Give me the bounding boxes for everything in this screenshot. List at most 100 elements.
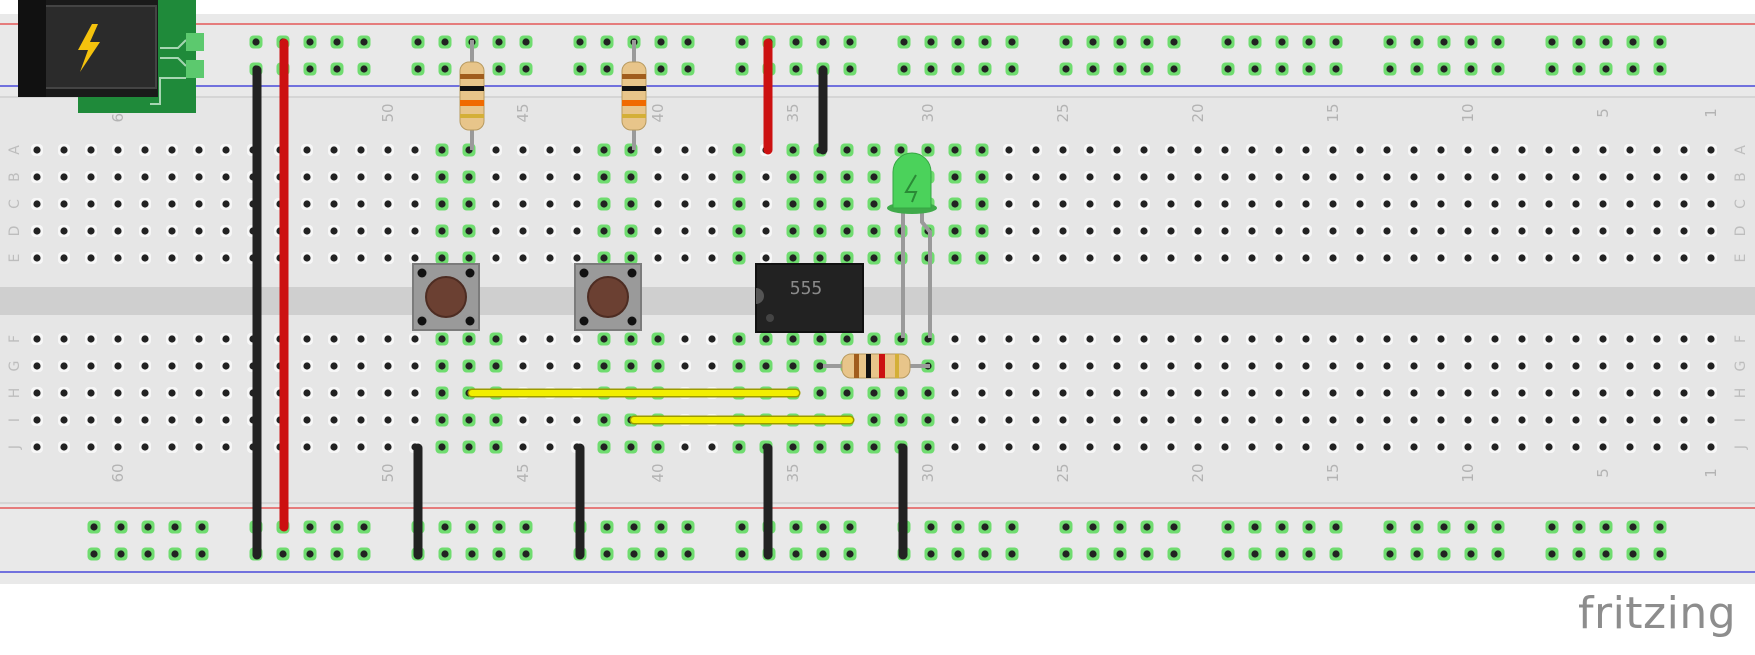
pushbutton-1[interactable] — [412, 263, 480, 331]
hole[interactable] — [1491, 146, 1499, 154]
hole[interactable] — [1032, 362, 1040, 370]
hole[interactable] — [684, 38, 692, 46]
hole[interactable] — [789, 227, 797, 235]
hole[interactable] — [1518, 173, 1526, 181]
hole[interactable] — [603, 523, 611, 531]
hole[interactable] — [1167, 362, 1175, 370]
hole[interactable] — [303, 254, 311, 262]
hole[interactable] — [438, 173, 446, 181]
hole[interactable] — [1491, 227, 1499, 235]
hole[interactable] — [681, 335, 689, 343]
hole[interactable] — [222, 254, 230, 262]
hole[interactable] — [438, 389, 446, 397]
hole[interactable] — [60, 416, 68, 424]
hole[interactable] — [954, 65, 962, 73]
hole[interactable] — [303, 227, 311, 235]
hole[interactable] — [357, 173, 365, 181]
hole[interactable] — [1464, 200, 1472, 208]
hole[interactable] — [951, 254, 959, 262]
hole[interactable] — [90, 523, 98, 531]
hole[interactable] — [1275, 227, 1283, 235]
hole[interactable] — [819, 550, 827, 558]
hole[interactable] — [1329, 416, 1337, 424]
hole[interactable] — [1494, 38, 1502, 46]
hole[interactable] — [657, 38, 665, 46]
hole[interactable] — [573, 173, 581, 181]
hole[interactable] — [1518, 254, 1526, 262]
hole[interactable] — [384, 254, 392, 262]
hole[interactable] — [1440, 550, 1448, 558]
hole[interactable] — [1005, 173, 1013, 181]
hole[interactable] — [114, 416, 122, 424]
hole[interactable] — [654, 200, 662, 208]
hole[interactable] — [1113, 254, 1121, 262]
hole[interactable] — [1383, 335, 1391, 343]
hole[interactable] — [1410, 362, 1418, 370]
hole[interactable] — [60, 443, 68, 451]
hole[interactable] — [603, 38, 611, 46]
hole[interactable] — [789, 200, 797, 208]
hole[interactable] — [762, 335, 770, 343]
hole[interactable] — [330, 146, 338, 154]
hole[interactable] — [708, 254, 716, 262]
hole[interactable] — [1572, 200, 1580, 208]
hole[interactable] — [1278, 65, 1286, 73]
hole[interactable] — [195, 200, 203, 208]
hole[interactable] — [1464, 227, 1472, 235]
hole[interactable] — [684, 550, 692, 558]
hole[interactable] — [438, 146, 446, 154]
hole[interactable] — [438, 227, 446, 235]
hole[interactable] — [1518, 389, 1526, 397]
hole[interactable] — [1680, 443, 1688, 451]
hole[interactable] — [1140, 200, 1148, 208]
hole[interactable] — [1656, 38, 1664, 46]
hole[interactable] — [1680, 335, 1688, 343]
hole[interactable] — [1140, 254, 1148, 262]
hole[interactable] — [1143, 550, 1151, 558]
hole[interactable] — [1356, 443, 1364, 451]
hole[interactable] — [843, 173, 851, 181]
hole[interactable] — [33, 362, 41, 370]
hole[interactable] — [1707, 362, 1715, 370]
hole[interactable] — [1575, 65, 1583, 73]
hole[interactable] — [114, 335, 122, 343]
hole[interactable] — [360, 38, 368, 46]
hole[interactable] — [1356, 227, 1364, 235]
hole[interactable] — [1278, 38, 1286, 46]
hole[interactable] — [1545, 416, 1553, 424]
hole[interactable] — [1491, 173, 1499, 181]
hole[interactable] — [1653, 362, 1661, 370]
hole[interactable] — [708, 227, 716, 235]
hole[interactable] — [330, 443, 338, 451]
hole[interactable] — [465, 200, 473, 208]
hole[interactable] — [1356, 335, 1364, 343]
hole[interactable] — [1545, 389, 1553, 397]
hole[interactable] — [1680, 227, 1688, 235]
hole[interactable] — [654, 443, 662, 451]
hole[interactable] — [384, 416, 392, 424]
hole[interactable] — [951, 173, 959, 181]
hole[interactable] — [546, 146, 554, 154]
hole[interactable] — [1221, 254, 1229, 262]
hole[interactable] — [600, 146, 608, 154]
hole[interactable] — [1248, 146, 1256, 154]
hole[interactable] — [1113, 416, 1121, 424]
hole[interactable] — [195, 146, 203, 154]
hole[interactable] — [546, 443, 554, 451]
hole[interactable] — [1413, 550, 1421, 558]
hole[interactable] — [1032, 335, 1040, 343]
hole[interactable] — [114, 173, 122, 181]
hole[interactable] — [60, 173, 68, 181]
hole[interactable] — [519, 335, 527, 343]
hole[interactable] — [1032, 200, 1040, 208]
hole[interactable] — [519, 200, 527, 208]
hole[interactable] — [384, 362, 392, 370]
hole[interactable] — [1356, 146, 1364, 154]
hole[interactable] — [1005, 389, 1013, 397]
hole[interactable] — [330, 173, 338, 181]
hole[interactable] — [1572, 173, 1580, 181]
hole[interactable] — [1113, 389, 1121, 397]
hole[interactable] — [1005, 362, 1013, 370]
hole[interactable] — [1707, 416, 1715, 424]
hole[interactable] — [951, 362, 959, 370]
